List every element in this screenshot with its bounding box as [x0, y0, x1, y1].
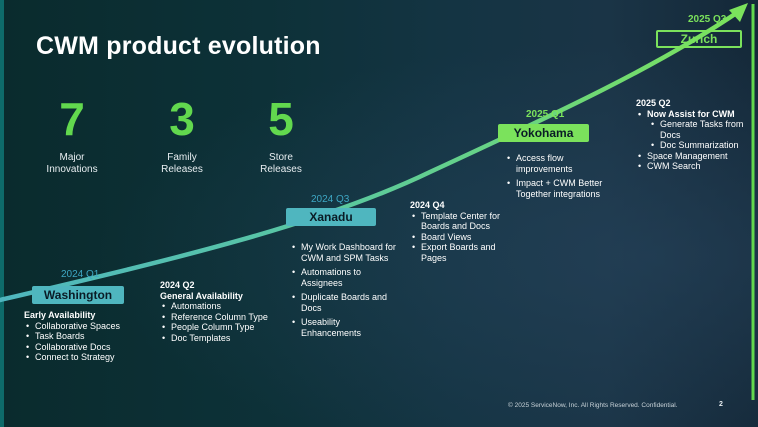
list-item: Useability Enhancements: [292, 317, 400, 338]
milestone-yokohama: Yokohama: [498, 124, 589, 142]
yokohama-feature-block: Access flow improvements Impact + CWM Be…: [505, 153, 617, 203]
arrow-head-icon: [729, 3, 748, 22]
milestone-washington: Washington: [32, 286, 124, 304]
list-item: Automations: [162, 301, 278, 312]
list-item-now-assist: Now Assist for CWM: [638, 109, 748, 120]
list-item: CWM Search: [638, 161, 748, 172]
list-item: Duplicate Boards and Docs: [292, 292, 400, 313]
feature-list: Automations Reference Column Type People…: [160, 301, 278, 343]
edge-strip: [0, 0, 4, 427]
feature-list: My Work Dashboard for CWM and SPM Tasks …: [290, 242, 400, 338]
quarter-label-2025-q3: 2025 Q3: [688, 14, 727, 25]
list-item: My Work Dashboard for CWM and SPM Tasks: [292, 242, 400, 263]
stat-value: 5: [268, 93, 294, 145]
growth-curve-line: [0, 9, 741, 303]
list-item: Board Views: [412, 232, 520, 243]
list-item: People Column Type: [162, 322, 278, 333]
q2-2024-block: 2024 Q2 General Availability Automations…: [160, 280, 278, 343]
sub-list-item: Generate Tasks from Docs: [651, 119, 748, 140]
early-availability-block: Early Availability Collaborative Spaces …: [24, 310, 154, 363]
feature-list: Access flow improvements Impact + CWM Be…: [505, 153, 617, 199]
list-item: Template Center for Boards and Docs: [412, 211, 520, 232]
feature-list: Now Assist for CWM: [636, 109, 748, 120]
block-heading: 2024 Q4: [410, 200, 445, 210]
list-item: Task Boards: [26, 331, 154, 342]
milestone-xanadu: Xanadu: [286, 208, 376, 226]
list-item: Automations to Assignees: [292, 267, 400, 288]
list-item: Space Management: [638, 151, 748, 162]
quarter-label-2024-q1: 2024 Q1: [61, 269, 100, 280]
block-heading: Early Availability: [24, 310, 96, 320]
list-item: Export Boards and Pages: [412, 242, 520, 263]
list-item: Connect to Strategy: [26, 352, 154, 363]
sub-feature-list: Generate Tasks from Docs Doc Summarizati…: [636, 119, 748, 151]
quarter-label-2024-q3: 2024 Q3: [311, 194, 350, 205]
block-heading: 2025 Q2: [636, 98, 671, 108]
q4-2024-block: 2024 Q4 Template Center for Boards and D…: [410, 200, 520, 263]
milestone-zurich: Zurich: [656, 30, 742, 48]
q2-2025-block: 2025 Q2 Now Assist for CWM Generate Task…: [636, 98, 748, 172]
slide-title: CWM product evolution: [36, 32, 321, 60]
stat-value: 7: [59, 93, 85, 145]
list-item: Collaborative Spaces: [26, 321, 154, 332]
block-subheading: General Availability: [160, 290, 243, 301]
list-item: Impact + CWM Better Together integration…: [507, 178, 617, 199]
feature-list: Template Center for Boards and Docs Boar…: [410, 211, 520, 264]
feature-list: Space Management CWM Search: [636, 151, 748, 172]
list-item: Access flow improvements: [507, 153, 617, 174]
block-heading: 2024 Q2: [160, 280, 195, 290]
quarter-label-2025-q1: 2025 Q1: [526, 109, 565, 120]
xanadu-feature-block: My Work Dashboard for CWM and SPM Tasks …: [290, 242, 400, 342]
stat-value: 3: [169, 93, 195, 145]
feature-list: Collaborative Spaces Task Boards Collabo…: [24, 321, 154, 363]
list-item: Reference Column Type: [162, 312, 278, 323]
sub-list-item: Doc Summarization: [651, 140, 748, 151]
page-number: 2: [719, 401, 723, 408]
list-item: Doc Templates: [162, 333, 278, 344]
footer-copyright: © 2025 ServiceNow, Inc. All Rights Reser…: [508, 402, 678, 409]
list-item: Collaborative Docs: [26, 342, 154, 353]
